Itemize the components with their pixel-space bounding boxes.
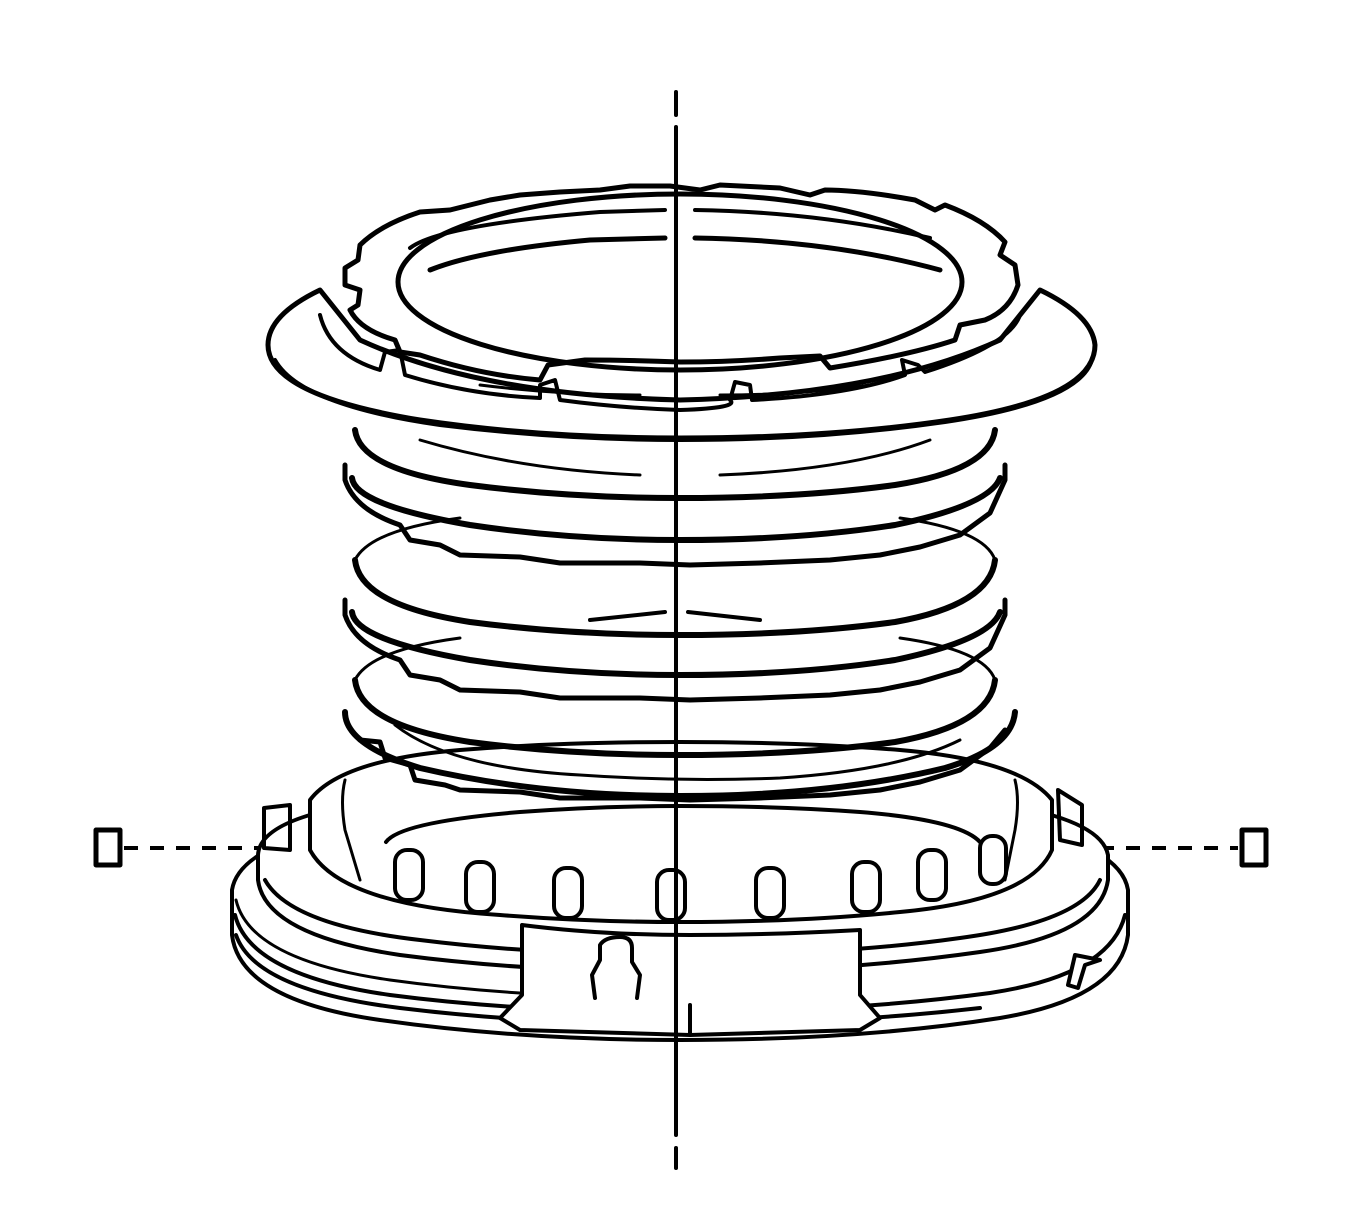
friction-plate-1 [352,427,998,501]
clutch-housing [230,740,1130,1042]
spring-pockets [393,834,1008,922]
steel-plate-2 [342,462,1008,568]
right-reference-marker [1100,827,1269,868]
top-steel-plate [342,182,1021,383]
steel-plate-4 [342,709,1018,803]
steel-plate-3 [342,597,1008,703]
backing-plate [265,287,1098,442]
left-reference-marker [93,827,262,868]
